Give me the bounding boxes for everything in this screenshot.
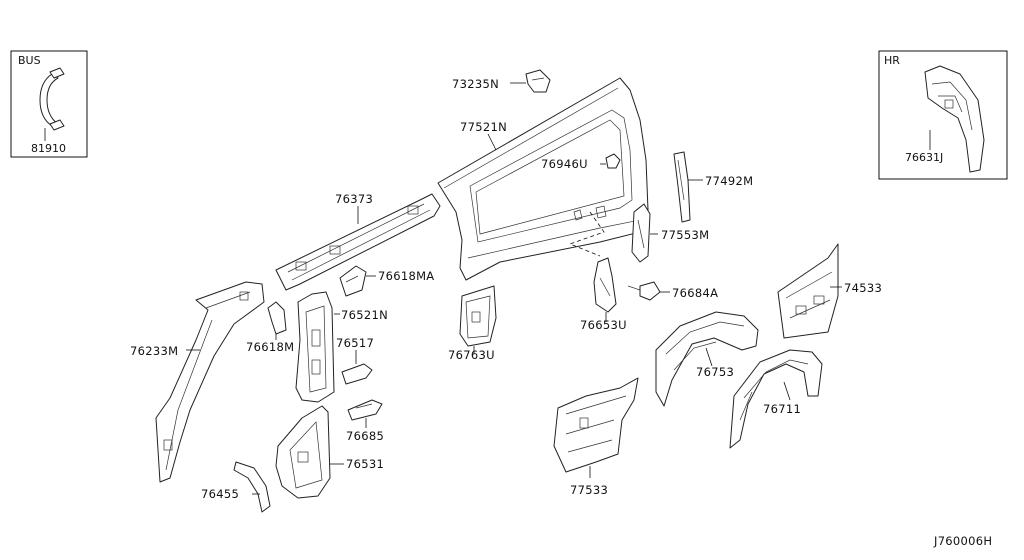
part-label-76711: 76711 — [763, 402, 801, 416]
inset-bus-frame — [10, 50, 88, 158]
part-76521N-center-pillar — [295, 291, 335, 403]
part-label-77533: 77533 — [570, 483, 608, 497]
part-label-76517: 76517 — [336, 336, 374, 350]
part-label-76373: 76373 — [335, 192, 373, 206]
part-76618MA-gusset — [339, 265, 367, 297]
part-label-76618MA: 76618MA — [378, 269, 434, 283]
inset-hr-title: HR — [884, 54, 900, 67]
part-76618M-bracket — [267, 301, 287, 335]
inset-hr: HR 76631J — [878, 50, 1008, 180]
part-label-76684A: 76684A — [672, 286, 718, 300]
part-76233M-a-pillar — [155, 281, 265, 483]
part-77492M-strip — [673, 151, 691, 223]
part-76531-rear-pillar — [275, 405, 331, 499]
part-label-76531: 76531 — [346, 457, 384, 471]
part-label-76618M: 76618M — [246, 340, 294, 354]
part-76711-wheel-arch — [729, 349, 823, 449]
part-label-77492M: 77492M — [705, 174, 753, 188]
part-label-76653U: 76653U — [580, 318, 627, 332]
part-76685-bracket — [347, 399, 383, 421]
part-label-76685: 76685 — [346, 429, 384, 443]
part-76517-bracket — [341, 363, 373, 385]
part-76653U-bracket — [593, 257, 617, 313]
part-label-81910: 81910 — [31, 142, 66, 155]
part-label-76763U: 76763U — [448, 348, 495, 362]
part-label-73235N: 73235N — [452, 77, 499, 91]
part-77553M-bracket — [631, 203, 651, 263]
part-label-76521N: 76521N — [341, 308, 388, 322]
part-label-77553M: 77553M — [661, 228, 709, 242]
part-label-76233M: 76233M — [130, 344, 178, 358]
part-76763U-lower-panel — [459, 285, 497, 347]
dashed-connector — [568, 211, 605, 257]
part-label-76455: 76455 — [201, 487, 239, 501]
diagram-code: J760006H — [933, 534, 992, 548]
inset-bus-title: BUS — [18, 54, 41, 67]
part-76373-roof-rail — [275, 193, 441, 291]
part-76946U-clip — [605, 153, 621, 169]
part-label-76753: 76753 — [696, 365, 734, 379]
part-label-74533: 74533 — [844, 281, 882, 295]
part-73235N-bracket — [525, 69, 551, 93]
part-76631J-inner-pillar — [924, 65, 985, 173]
part-label-77521N: 77521N — [460, 120, 507, 134]
part-76455-arch — [233, 461, 271, 513]
part-76753-wheel-house — [655, 311, 759, 407]
inset-hr-frame — [878, 50, 1008, 180]
part-77521N-side-panel — [437, 77, 649, 281]
part-76684A-grommet — [627, 281, 661, 301]
part-81910-assist-grip — [39, 67, 65, 131]
part-77533-lower-quarter — [553, 377, 639, 473]
part-74533-rear-panel — [777, 243, 839, 339]
inset-bus: BUS 81910 — [10, 50, 88, 158]
part-label-76946U: 76946U — [541, 157, 588, 171]
part-label-76631J: 76631J — [905, 151, 943, 164]
